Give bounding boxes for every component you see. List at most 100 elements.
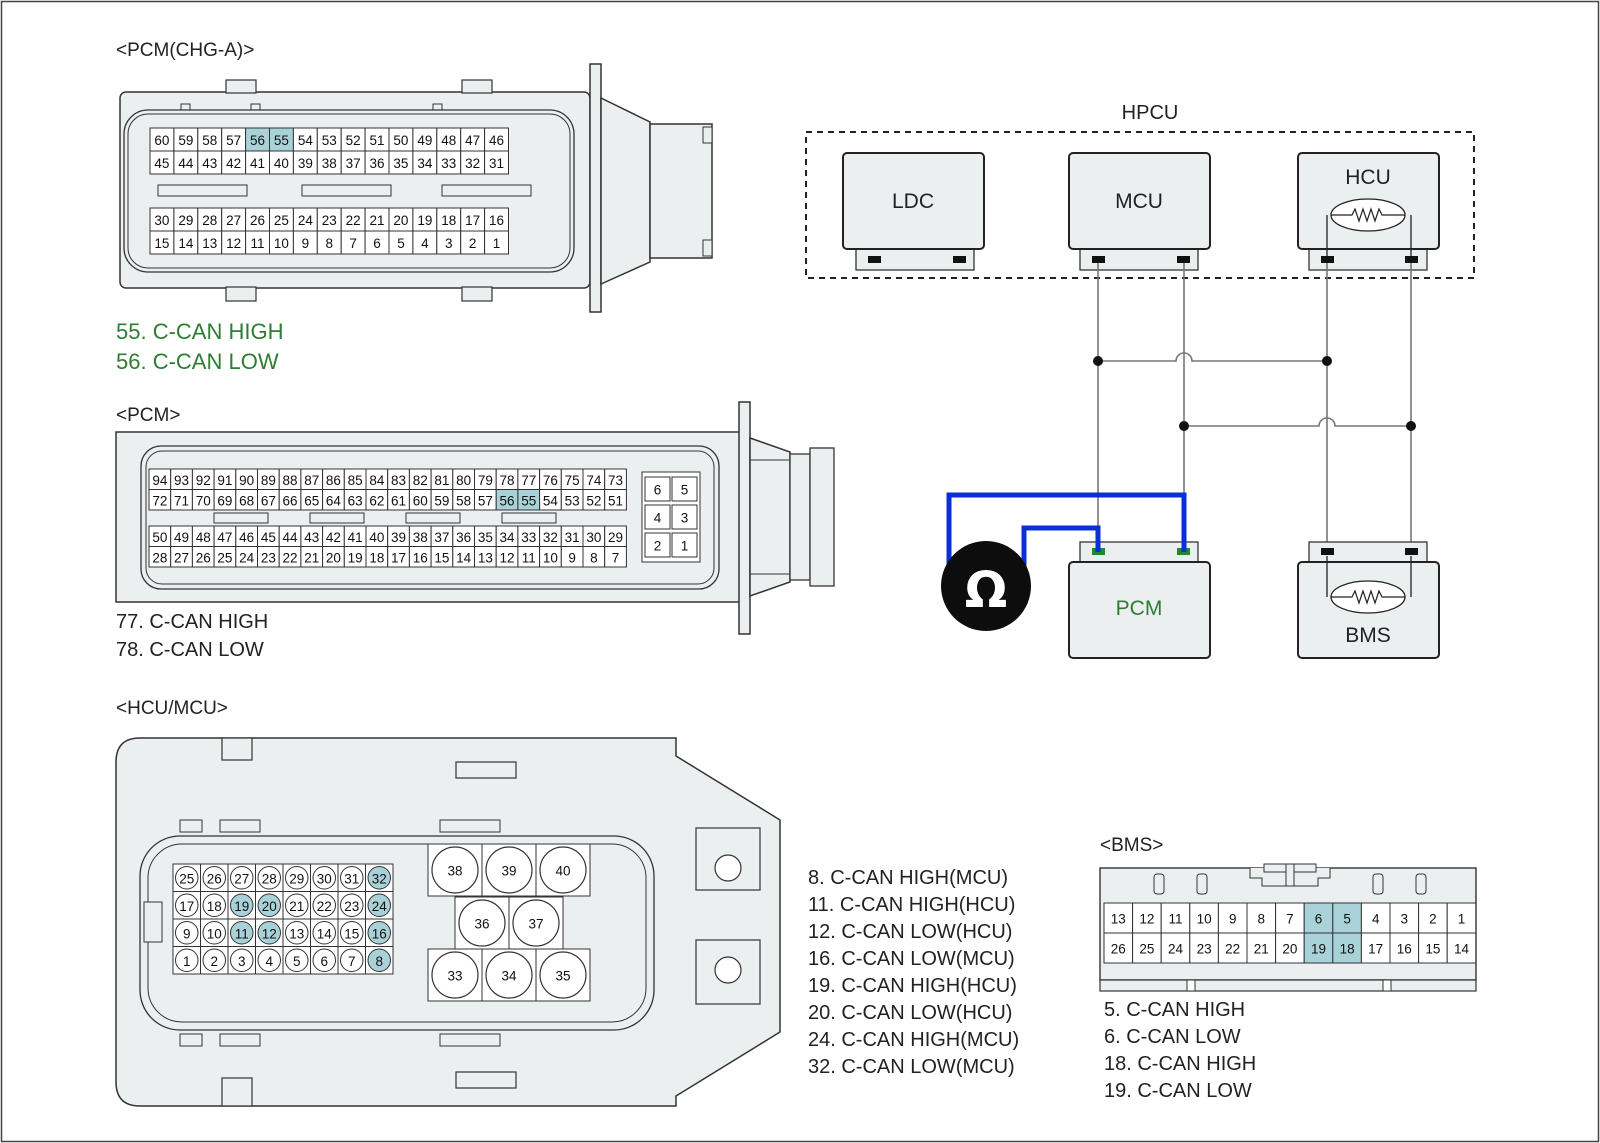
pin-label: 58 bbox=[202, 133, 217, 148]
pin-label: 19 bbox=[417, 213, 432, 228]
pin-label: 16 bbox=[413, 550, 428, 565]
pin-label: 94 bbox=[152, 473, 168, 488]
pin-label: 12 bbox=[226, 236, 241, 251]
pin-socket bbox=[539, 846, 587, 894]
pin-label: 36 bbox=[474, 917, 489, 932]
pin-label: 12 bbox=[500, 550, 515, 565]
pin-label: 27 bbox=[226, 213, 241, 228]
pin-label: 92 bbox=[196, 473, 211, 488]
pin-label: 54 bbox=[543, 493, 559, 508]
pin-label: 23 bbox=[261, 550, 276, 565]
pin-label: 21 bbox=[304, 550, 319, 565]
pin-label: 17 bbox=[391, 550, 406, 565]
pin-label: 80 bbox=[456, 473, 471, 488]
pin-label: 55 bbox=[274, 133, 289, 148]
hcu-mcu-note-4: 16. C-CAN LOW(MCU) bbox=[808, 948, 1015, 970]
pin-label: 50 bbox=[393, 133, 408, 148]
pin-label: 67 bbox=[261, 493, 276, 508]
pin-label: 10 bbox=[274, 236, 289, 251]
pin-label: 51 bbox=[370, 133, 385, 148]
pin-label: 48 bbox=[196, 530, 211, 545]
pin-socket bbox=[367, 893, 391, 917]
pin-label: 22 bbox=[1225, 942, 1240, 957]
pin-label: 24 bbox=[298, 213, 314, 228]
pin-label: 42 bbox=[226, 156, 241, 171]
pin-label: 18 bbox=[1340, 942, 1355, 957]
pin-label: 6 bbox=[654, 483, 662, 498]
pin-label: 10 bbox=[543, 550, 558, 565]
bms-module-label: BMS bbox=[1345, 624, 1391, 647]
pin-label: 2 bbox=[1429, 912, 1437, 927]
pin-label: 47 bbox=[465, 133, 480, 148]
pin-label: 49 bbox=[417, 133, 432, 148]
pcm-title: <PCM> bbox=[116, 405, 180, 426]
pin-socket bbox=[202, 921, 226, 945]
pin-label: 24 bbox=[1168, 942, 1184, 957]
pin-label: 15 bbox=[1425, 942, 1440, 957]
pin-label: 8 bbox=[375, 954, 383, 969]
pin-cell bbox=[1389, 932, 1420, 964]
pin-label: 38 bbox=[322, 156, 337, 171]
pin-label: 6 bbox=[1315, 912, 1323, 927]
pin-label: 11 bbox=[1168, 912, 1182, 927]
pin-label: 33 bbox=[521, 530, 536, 545]
pin-label: 20 bbox=[326, 550, 341, 565]
pin-socket bbox=[257, 893, 281, 917]
pin-cell bbox=[1132, 932, 1162, 964]
pin-cell bbox=[1446, 902, 1477, 934]
pin-label: 35 bbox=[478, 530, 493, 545]
pin-label: 27 bbox=[234, 871, 249, 886]
pin-label: 23 bbox=[322, 213, 337, 228]
pin-label: 36 bbox=[370, 156, 385, 171]
pin-cell bbox=[644, 476, 671, 502]
pcm-chg-a-note-2: 56. C-CAN LOW bbox=[116, 349, 279, 374]
pcm-module-label: PCM bbox=[1116, 597, 1163, 620]
pin-label: 64 bbox=[326, 493, 342, 508]
pin-label: 32 bbox=[465, 156, 480, 171]
pin-label: 16 bbox=[372, 926, 387, 941]
pin-label: 46 bbox=[239, 530, 254, 545]
pin-socket bbox=[340, 921, 364, 945]
pin-label: 47 bbox=[217, 530, 232, 545]
pin-label: 43 bbox=[304, 530, 319, 545]
pin-label: 45 bbox=[261, 530, 276, 545]
terminating-resistor-icon bbox=[1326, 556, 1412, 614]
pin-label: 8 bbox=[1258, 912, 1266, 927]
pin-label: 34 bbox=[501, 969, 517, 984]
ldc-module: LDC bbox=[842, 152, 985, 271]
pin-label: 41 bbox=[348, 530, 363, 545]
pin-label: 1 bbox=[1458, 912, 1466, 927]
pin-label: 32 bbox=[372, 871, 387, 886]
pin-label: 24 bbox=[372, 899, 388, 914]
pin-label: 63 bbox=[348, 493, 363, 508]
pin-cell bbox=[1160, 902, 1191, 934]
pin-label: 5 bbox=[1343, 912, 1351, 927]
hcu-mcu-note-7: 24. C-CAN HIGH(MCU) bbox=[808, 1029, 1019, 1051]
meter-leads bbox=[946, 492, 1187, 580]
pin-socket bbox=[340, 893, 364, 917]
pin-label: 40 bbox=[369, 530, 384, 545]
pin-cell bbox=[671, 504, 698, 530]
bms-title: <BMS> bbox=[1100, 835, 1163, 856]
pin-label: 41 bbox=[250, 156, 265, 171]
pin-label: 26 bbox=[1111, 942, 1126, 957]
pin-socket bbox=[257, 866, 281, 890]
pin-socket bbox=[285, 893, 309, 917]
pin-label: 52 bbox=[346, 133, 361, 148]
pin-label: 38 bbox=[413, 530, 428, 545]
pin-label: 73 bbox=[608, 473, 623, 488]
pin-label: 15 bbox=[434, 550, 449, 565]
pin-cell bbox=[1217, 932, 1248, 964]
pin-cell bbox=[644, 504, 671, 530]
pin-socket bbox=[175, 893, 199, 917]
pin-label: 26 bbox=[196, 550, 211, 565]
hpcu-label: HPCU bbox=[1122, 102, 1179, 124]
pin-socket bbox=[285, 921, 309, 945]
pin-label: 39 bbox=[298, 156, 313, 171]
pin-label: 3 bbox=[238, 954, 246, 969]
pin-label: 1 bbox=[183, 954, 191, 969]
pin-cell bbox=[1275, 902, 1305, 934]
bms-note-3: 18. C-CAN HIGH bbox=[1104, 1053, 1256, 1075]
